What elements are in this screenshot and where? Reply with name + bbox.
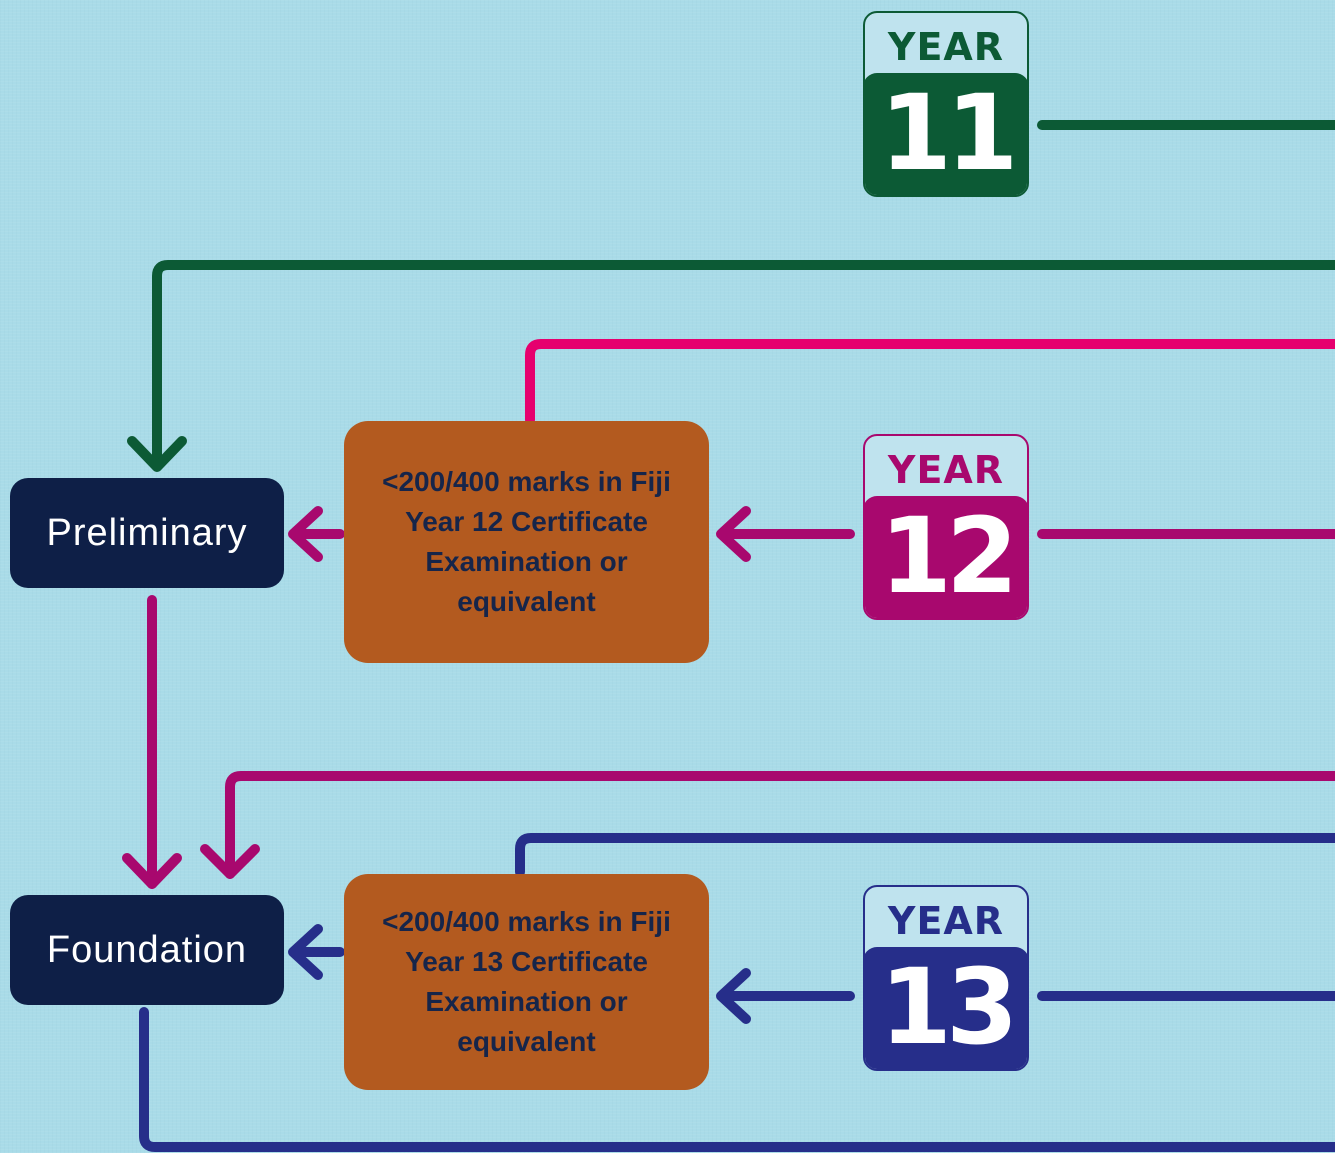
year-12-badge: YEAR 12	[863, 434, 1029, 620]
year11-arrowhead	[127, 436, 187, 472]
preliminary-box: Preliminary	[10, 478, 284, 588]
year13-condition-box: <200/400 marks in Fiji Year 13 Certifica…	[344, 874, 709, 1090]
preliminary-to-foundation-arrowhead	[122, 853, 182, 889]
year-11-number: 11	[865, 73, 1027, 195]
condition-to-preliminary-arrow	[288, 506, 345, 562]
year-13-number: 13	[865, 947, 1027, 1069]
year11-to-preliminary-line	[152, 260, 1335, 471]
year12-to-foundation-line	[225, 771, 1335, 879]
year-11-badge: YEAR 11	[863, 11, 1029, 197]
condition-to-foundation-arrow	[288, 924, 345, 980]
year-12-number: 12	[865, 496, 1027, 618]
year-11-label: YEAR	[887, 25, 1005, 69]
year13-condition-text: <200/400 marks in Fiji Year 13 Certifica…	[382, 906, 671, 1057]
year13-top-line	[515, 833, 1335, 877]
foundation-box: Foundation	[10, 895, 284, 1005]
year12-condition-arrowhead	[716, 506, 751, 562]
year12-condition-text: <200/400 marks in Fiji Year 12 Certifica…	[382, 466, 671, 617]
year13-condition-arrowhead	[716, 968, 751, 1024]
foundation-exit-line	[139, 1007, 1335, 1152]
year12-condition-box: <200/400 marks in Fiji Year 12 Certifica…	[344, 421, 709, 663]
year12-to-foundation-arrowhead	[200, 844, 260, 879]
year12-top-line	[525, 339, 1335, 425]
year-13-label: YEAR	[887, 899, 1005, 943]
year-13-badge: YEAR 13	[863, 885, 1029, 1071]
year-12-label: YEAR	[887, 448, 1005, 492]
